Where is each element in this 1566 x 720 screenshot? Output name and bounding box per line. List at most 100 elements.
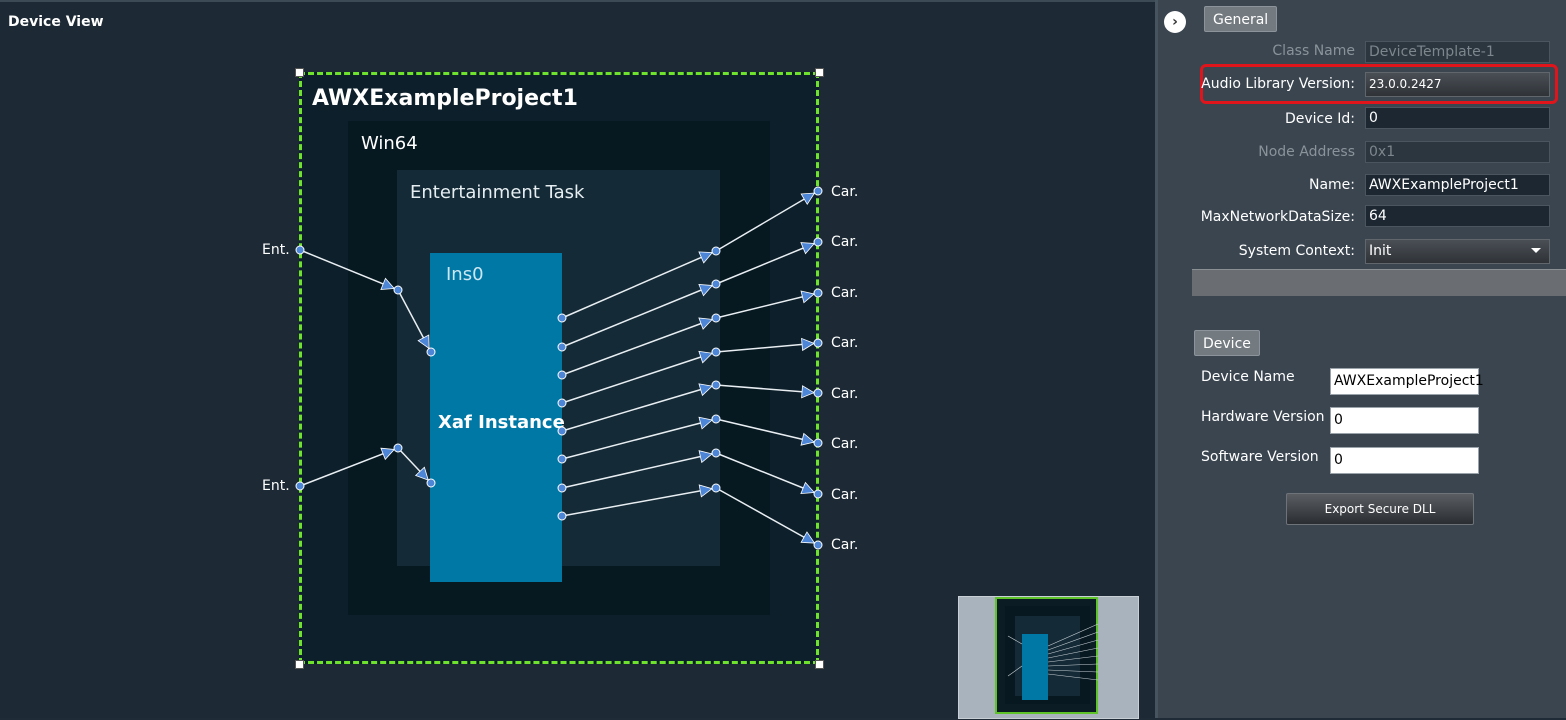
port-dot[interactable] bbox=[557, 370, 567, 380]
arrow-head bbox=[698, 450, 713, 464]
wire bbox=[561, 418, 717, 460]
instance-id-label: Ins0 bbox=[446, 264, 484, 285]
name-field[interactable]: AWXExampleProject1 bbox=[1365, 174, 1550, 196]
port-dot[interactable] bbox=[711, 347, 721, 357]
port-dot[interactable] bbox=[557, 426, 567, 436]
arrow-head bbox=[801, 337, 815, 352]
resize-handle-tl[interactable] bbox=[295, 68, 304, 77]
node-address-label: Node Address bbox=[1258, 144, 1355, 160]
output-port-label: Car. bbox=[831, 537, 859, 553]
port-dot[interactable] bbox=[711, 448, 721, 458]
output-port-label: Car. bbox=[831, 335, 859, 351]
port-dot[interactable] bbox=[557, 483, 567, 493]
device-id-label: Device Id: bbox=[1284, 111, 1355, 127]
port-dot[interactable] bbox=[557, 454, 567, 464]
instance-node[interactable] bbox=[430, 253, 562, 582]
wire bbox=[561, 487, 717, 517]
arrow-head bbox=[800, 242, 816, 255]
arrow-head bbox=[698, 251, 714, 264]
minimap-wires bbox=[1007, 623, 1099, 681]
port-dot[interactable] bbox=[813, 288, 823, 298]
task-label: Entertainment Task bbox=[410, 182, 585, 203]
port-dot[interactable] bbox=[813, 338, 823, 348]
tab-general[interactable]: General bbox=[1204, 6, 1278, 32]
class-name-label: Class Name bbox=[1272, 43, 1355, 59]
chevron-down-icon bbox=[1531, 248, 1541, 253]
port-dot[interactable] bbox=[711, 313, 721, 323]
arrow-head bbox=[800, 432, 815, 446]
wire bbox=[715, 384, 819, 394]
port-dot[interactable] bbox=[426, 347, 436, 357]
port-dot[interactable] bbox=[557, 511, 567, 521]
arrow-head bbox=[801, 385, 815, 399]
wire bbox=[561, 351, 717, 404]
platform-label: Win64 bbox=[361, 133, 418, 154]
port-dot[interactable] bbox=[393, 285, 403, 295]
chevron-right-icon[interactable]: › bbox=[1164, 11, 1186, 33]
port-dot[interactable] bbox=[426, 478, 436, 488]
highlight-annotation bbox=[1200, 64, 1558, 104]
port-dot[interactable] bbox=[711, 246, 721, 256]
port-dot[interactable] bbox=[813, 388, 823, 398]
system-context-value: Init bbox=[1369, 243, 1392, 259]
device-view-pane[interactable]: Device View AWXExampleProject1 Win64 Ent… bbox=[0, 0, 1155, 719]
port-dot[interactable] bbox=[711, 380, 721, 390]
node-address-field: 0x1 bbox=[1365, 141, 1550, 163]
tab-device[interactable]: Device bbox=[1194, 330, 1260, 356]
port-dot[interactable] bbox=[393, 443, 403, 453]
export-secure-dll-button[interactable]: Export Secure DLL bbox=[1286, 493, 1474, 525]
wire bbox=[715, 452, 819, 495]
resize-handle-br[interactable] bbox=[815, 660, 824, 669]
arrow-head bbox=[414, 466, 429, 481]
input-port-label: Ent. bbox=[262, 242, 290, 258]
system-context-dropdown[interactable]: Init bbox=[1365, 239, 1550, 264]
output-port-label: Car. bbox=[831, 184, 859, 200]
port-dot[interactable] bbox=[813, 489, 823, 499]
input-port-label: Ent. bbox=[262, 478, 290, 494]
max-network-data-size-field[interactable]: 64 bbox=[1365, 205, 1550, 227]
pane-splitter[interactable] bbox=[1155, 0, 1158, 718]
name-label: Name: bbox=[1308, 177, 1355, 193]
port-dot[interactable] bbox=[295, 481, 305, 491]
section-separator-bar bbox=[1192, 269, 1566, 296]
wire bbox=[715, 487, 819, 546]
port-dot[interactable] bbox=[557, 313, 567, 323]
arrow-head bbox=[800, 531, 816, 544]
wire bbox=[715, 418, 819, 444]
device-name-input[interactable]: AWXExampleProject1 bbox=[1330, 368, 1484, 395]
wire bbox=[715, 241, 819, 285]
wire bbox=[561, 452, 717, 489]
device-id-field[interactable]: 0 bbox=[1365, 107, 1550, 129]
port-dot[interactable] bbox=[813, 540, 823, 550]
wire bbox=[715, 190, 819, 252]
wire bbox=[561, 384, 717, 432]
hardware-version-input[interactable]: 0 bbox=[1330, 407, 1479, 434]
arrow-head bbox=[417, 334, 430, 350]
wire bbox=[561, 250, 717, 319]
port-dot[interactable] bbox=[557, 398, 567, 408]
minimap-instance bbox=[1022, 634, 1048, 700]
port-dot[interactable] bbox=[813, 237, 823, 247]
port-dot[interactable] bbox=[557, 342, 567, 352]
arrow-head bbox=[800, 290, 815, 304]
resize-handle-tr[interactable] bbox=[815, 68, 824, 77]
software-version-input[interactable]: 0 bbox=[1330, 447, 1479, 474]
device-name-label: Device Name bbox=[1201, 369, 1295, 385]
max-network-data-size-label: MaxNetworkDataSize: bbox=[1200, 209, 1355, 225]
port-dot[interactable] bbox=[813, 186, 823, 196]
port-dot[interactable] bbox=[711, 483, 721, 493]
port-dot[interactable] bbox=[711, 279, 721, 289]
audio-library-version-field[interactable]: 23.0.0.2427 bbox=[1365, 72, 1550, 97]
software-version-label: Software Version bbox=[1201, 449, 1319, 465]
port-dot[interactable] bbox=[711, 414, 721, 424]
port-dot[interactable] bbox=[295, 245, 305, 255]
connection-wires bbox=[295, 186, 823, 550]
wire bbox=[299, 249, 399, 291]
arrow-head bbox=[380, 277, 396, 290]
arrow-head bbox=[698, 383, 714, 397]
system-context-label: System Context: bbox=[1238, 243, 1355, 259]
audio-library-version-label: Audio Library Version: bbox=[1201, 76, 1355, 92]
port-dot[interactable] bbox=[813, 438, 823, 448]
resize-handle-bl[interactable] bbox=[295, 660, 304, 669]
instance-label: Xaf Instance bbox=[438, 412, 565, 433]
